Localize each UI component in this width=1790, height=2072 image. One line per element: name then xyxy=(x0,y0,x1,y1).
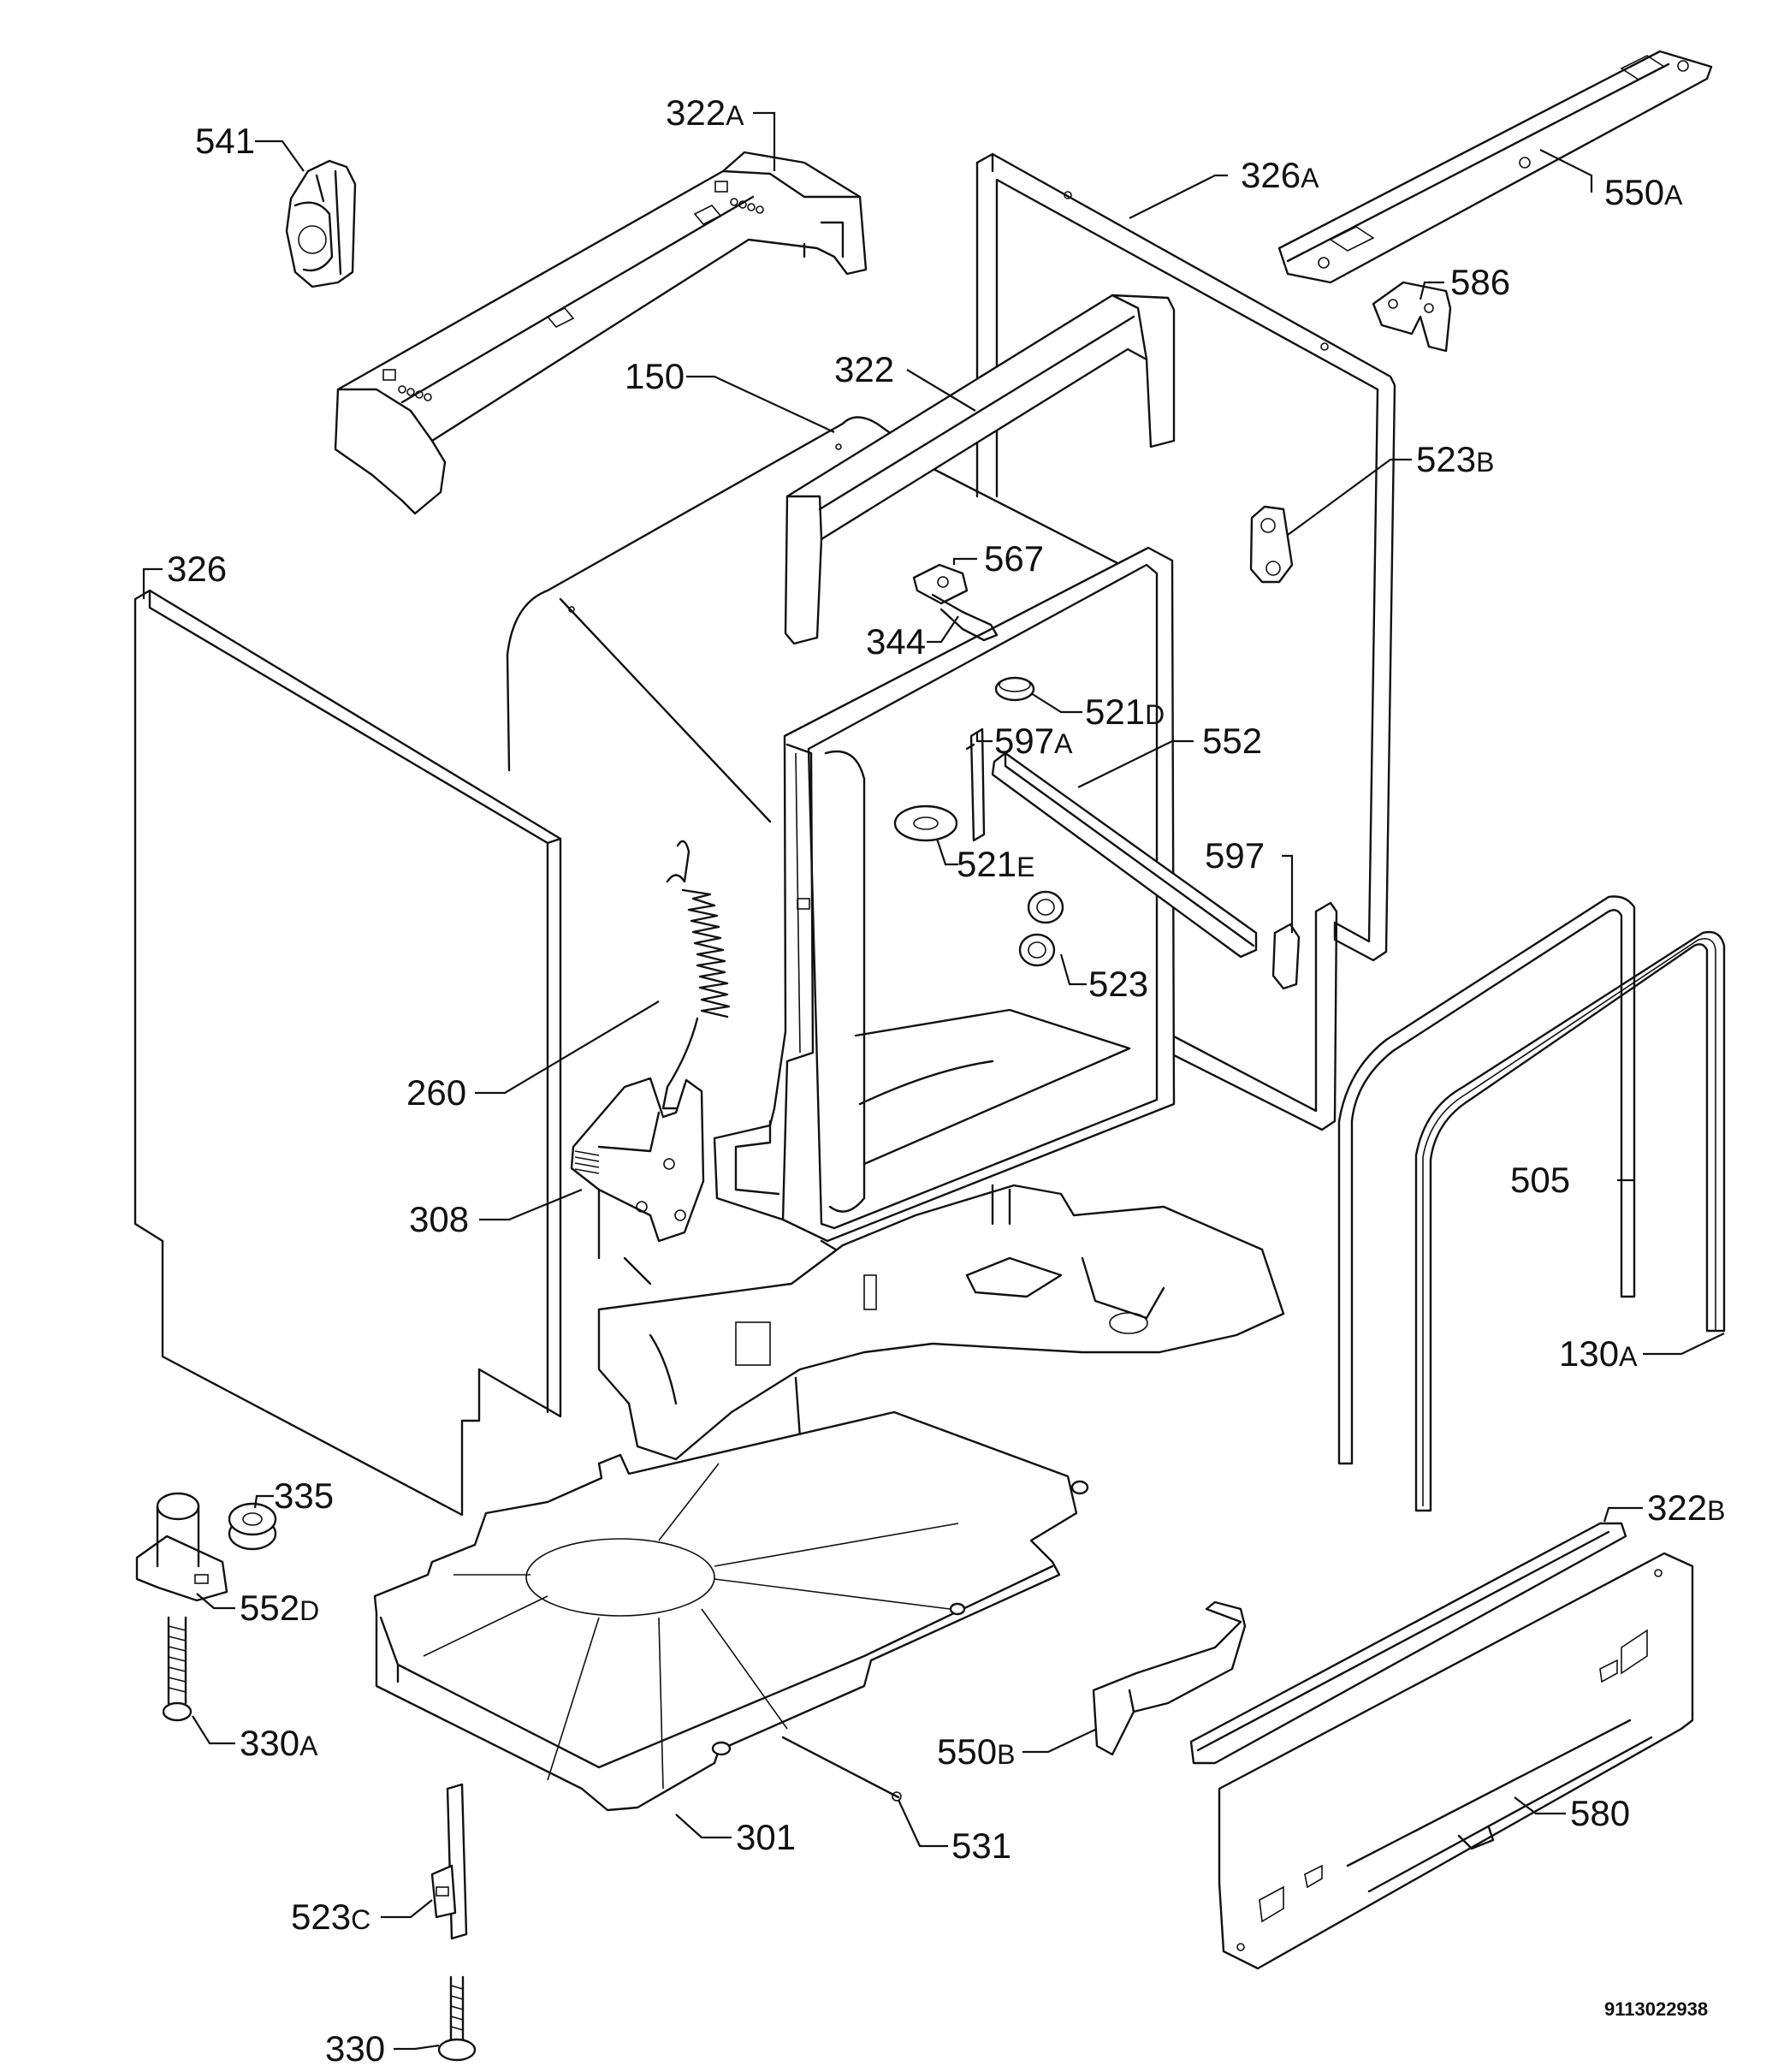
label-597: 597 xyxy=(1205,835,1265,876)
part-base-plinth xyxy=(597,1184,1285,1461)
part-150-tub xyxy=(506,416,1123,1285)
label-330a: 330A xyxy=(240,1723,318,1763)
part-322a-top-bracket xyxy=(334,151,868,515)
part-301-base-tray xyxy=(373,1410,1089,1812)
label-260: 260 xyxy=(406,1072,466,1113)
part-326-side-panel xyxy=(133,589,562,1517)
label-330: 330 xyxy=(325,2028,385,2069)
part-335-gear xyxy=(228,1502,277,1551)
label-322b: 322B xyxy=(1647,1487,1725,1528)
label-344: 344 xyxy=(866,621,926,662)
part-586-bracket xyxy=(1372,281,1452,353)
label-541: 541 xyxy=(195,121,255,161)
part-inner-door-frame xyxy=(713,546,1176,1243)
part-521e-ring xyxy=(893,804,958,842)
label-521d: 521D xyxy=(1085,692,1165,732)
label-301: 301 xyxy=(736,1817,796,1857)
label-597a: 597A xyxy=(994,721,1073,761)
part-344-spring xyxy=(931,593,999,642)
part-523b-grommet xyxy=(1249,505,1294,584)
label-550b: 550B xyxy=(937,1731,1015,1772)
label-580: 580 xyxy=(1570,1793,1630,1833)
label-567: 567 xyxy=(984,538,1044,579)
part-550a-top-rail xyxy=(1277,50,1713,284)
part-552-guide-rail xyxy=(991,751,1258,959)
label-550a: 550A xyxy=(1604,172,1683,212)
label-335: 335 xyxy=(274,1475,334,1516)
part-330a-screw xyxy=(162,1616,193,1722)
part-523-fittings xyxy=(1018,890,1064,967)
part-130a-seal xyxy=(1414,930,1726,1512)
label-322a: 322A xyxy=(666,92,744,133)
label-523c: 523C xyxy=(291,1897,370,1937)
part-550b-bracket xyxy=(1092,1600,1247,1756)
label-326a: 326A xyxy=(1241,155,1319,195)
label-322: 322 xyxy=(834,349,894,389)
callout-labels: 541 322A 326A 550A 586 150 322 523B 326 … xyxy=(167,92,1725,2069)
label-521e: 521E xyxy=(957,844,1034,884)
label-586: 586 xyxy=(1450,262,1510,302)
label-552d: 552D xyxy=(240,1588,319,1628)
part-308-hinge xyxy=(570,1077,705,1243)
part-597a-pin xyxy=(965,727,986,842)
part-322b-lower-rail xyxy=(1189,1522,1627,1765)
part-521d-plug xyxy=(994,676,1035,702)
document-id: 9113022938 xyxy=(1604,1998,1708,2020)
label-505: 505 xyxy=(1510,1160,1570,1200)
label-523b: 523B xyxy=(1416,439,1494,479)
part-322-top-crossbar xyxy=(784,294,1176,645)
part-580-kickplate xyxy=(1218,1552,1694,1970)
label-326: 326 xyxy=(167,549,227,589)
part-541-clip xyxy=(285,159,357,288)
label-531: 531 xyxy=(951,1826,1011,1866)
part-330-screw xyxy=(437,1975,477,2062)
part-567-bracket xyxy=(912,563,969,605)
label-308: 308 xyxy=(409,1199,469,1239)
label-150: 150 xyxy=(625,356,685,396)
part-552d-actuator xyxy=(135,1492,228,1602)
part-523c-latch xyxy=(430,1783,468,1940)
label-523: 523 xyxy=(1088,964,1148,1004)
leader-lines xyxy=(142,111,1725,2051)
part-531-rod xyxy=(781,1736,902,1802)
label-130a: 130A xyxy=(1559,1333,1638,1374)
label-552: 552 xyxy=(1202,721,1262,761)
part-597-clip xyxy=(1271,923,1301,990)
part-505-seal xyxy=(1337,895,1636,1465)
part-260-spring xyxy=(661,840,731,1110)
